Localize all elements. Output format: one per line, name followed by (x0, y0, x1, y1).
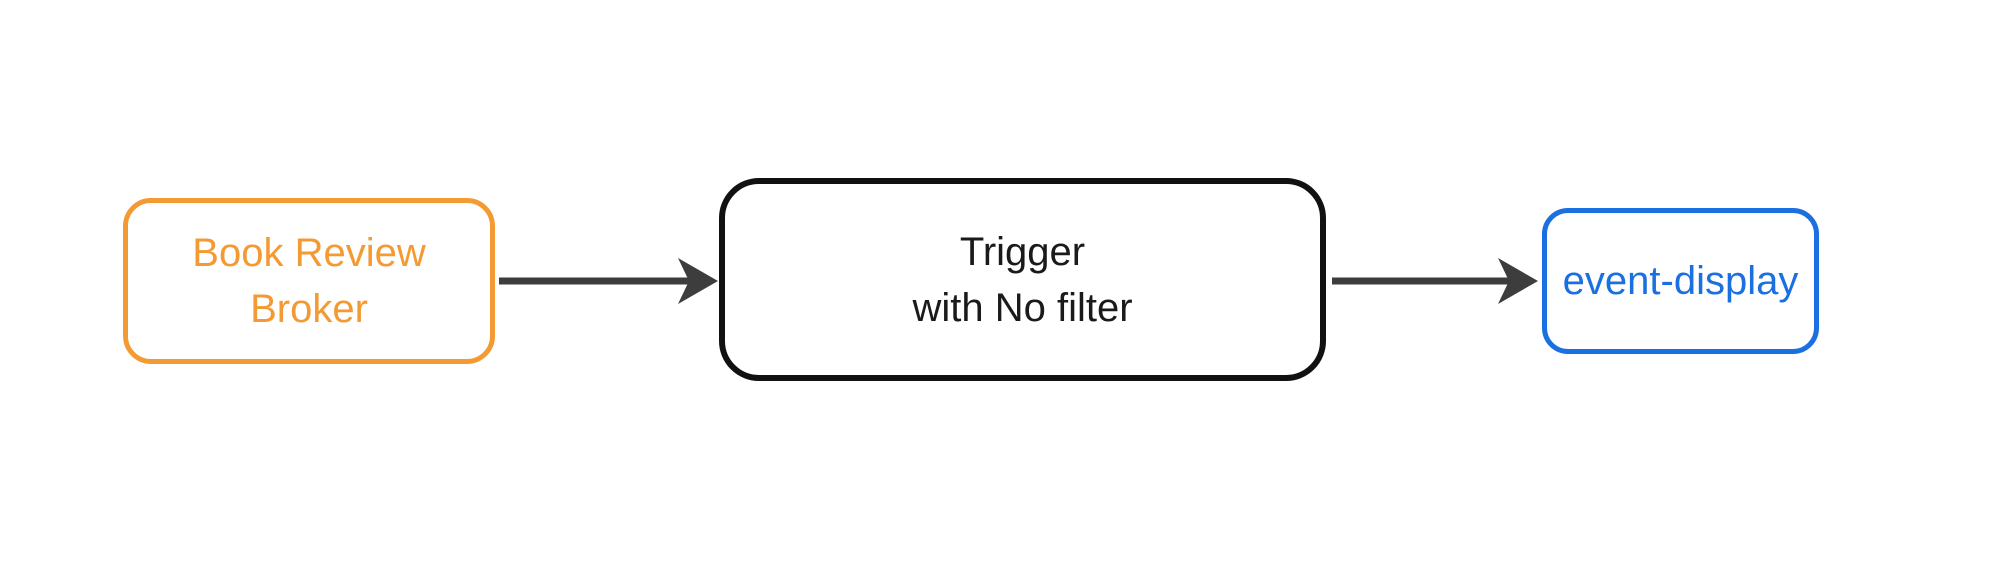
node-label-line: event-display (1562, 259, 1799, 303)
node-book-review-broker: Book Review Broker (123, 198, 495, 364)
node-label-line: with No filter (912, 285, 1133, 330)
arrowhead-icon (678, 258, 718, 304)
node-trigger: Trigger with No filter (719, 178, 1326, 381)
node-label-line: Book Review (192, 231, 426, 275)
node-event-display: event-display (1542, 208, 1819, 354)
arrowhead-icon (1498, 258, 1538, 304)
node-label-line: Broker (250, 287, 368, 331)
node-label-line: Trigger (959, 229, 1086, 274)
edge-trigger-to-event-display (1332, 258, 1538, 304)
edge-broker-to-trigger (499, 258, 718, 304)
